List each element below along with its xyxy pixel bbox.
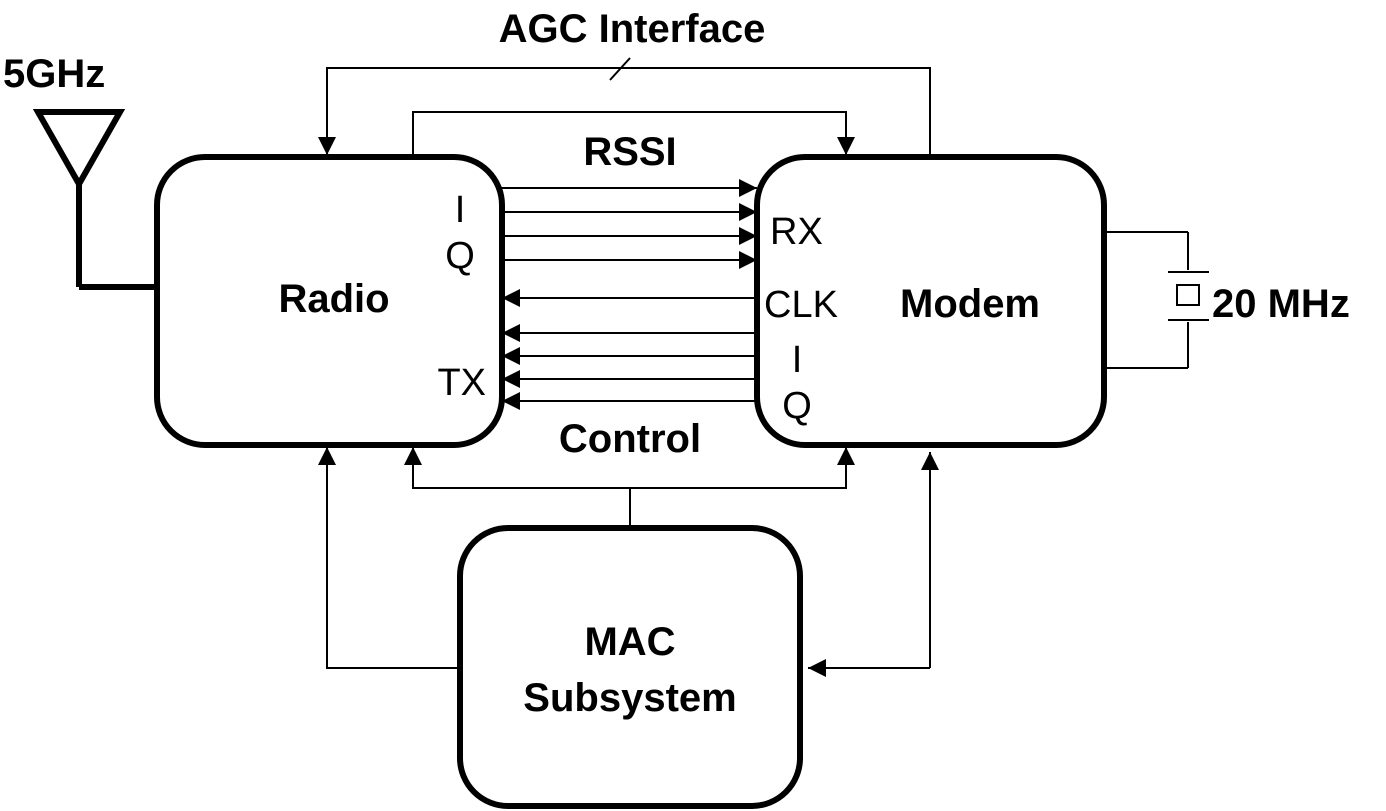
antenna-icon [32,109,157,290]
modem-port-q: Q [782,385,812,427]
radio-title: Radio [278,277,389,321]
rssi-connector [412,111,855,157]
control-bus-connector [404,447,855,528]
radio-port-q: Q [445,235,475,277]
mac-to-radio-connector [318,447,460,669]
agc-interface-connector [318,67,931,157]
modem-port-rx: RX [770,211,823,253]
modem-port-i: I [792,339,803,381]
control-label: Control [559,417,701,461]
agc-interface-label: AGC Interface [499,7,766,51]
mac-title-line2: Subsystem [523,676,736,720]
radio-block [154,154,505,448]
tx-signal-lines [502,324,760,410]
mac-subsystem-block [457,525,803,809]
mac-modem-connector [808,452,939,677]
radio-port-tx: TX [437,362,486,404]
modem-port-clk: CLK [764,284,838,326]
crystal-oscillator-icon [1104,231,1209,369]
crystal-frequency-label: 20 MHz [1212,282,1350,326]
rssi-label: RSSI [583,130,676,174]
rx-signal-lines [500,179,757,269]
agc-bus-slash [609,57,631,81]
mac-title-line1: MAC [584,620,675,664]
modem-block [754,154,1107,448]
modem-title: Modem [900,282,1040,326]
frequency-5ghz-label: 5GHz [3,52,105,96]
radio-port-i: I [455,189,466,231]
